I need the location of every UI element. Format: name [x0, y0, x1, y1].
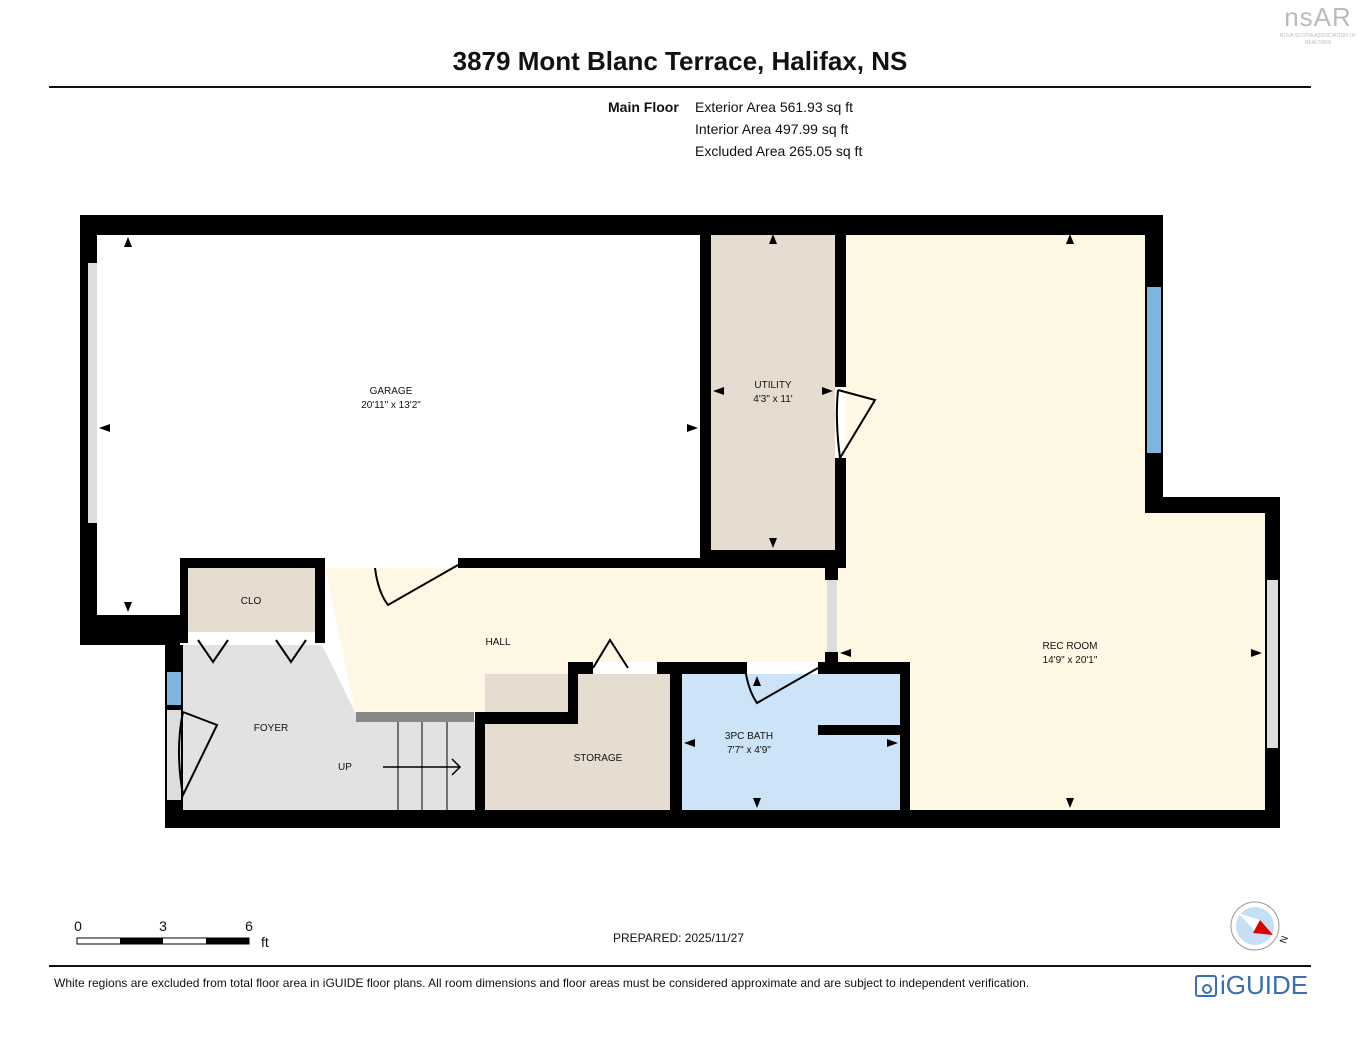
garage-label: GARAGE	[370, 386, 413, 397]
header-divider	[49, 86, 1311, 88]
floor-label: Main Floor	[608, 99, 679, 115]
stairs	[383, 722, 462, 810]
window-garage	[88, 263, 97, 523]
storage-label: STORAGE	[574, 753, 623, 764]
disclaimer-text: White regions are excluded from total fl…	[54, 976, 1030, 990]
nsar-logo: nsAR NOVA SCOTIA ASSOCIATION OF REALTORS	[1278, 2, 1358, 47]
iguide-camera-icon	[1195, 974, 1217, 997]
scale-tick-0: 0	[74, 918, 82, 934]
dimension-arrows	[99, 234, 1262, 808]
hall-door-opening	[827, 580, 837, 652]
rec-room-dims: 14'9" x 20'1"	[1043, 655, 1098, 666]
scale-tick-6: 6	[245, 918, 253, 934]
scale-unit: ft	[261, 934, 269, 950]
iguide-brand-text: iGUIDE	[1220, 970, 1309, 1000]
clo-floor	[188, 568, 315, 632]
door-swings	[178, 389, 877, 799]
utility-label: UTILITY	[754, 380, 792, 391]
logo-subtext: NOVA SCOTIA ASSOCIATION OF REALTORS	[1279, 33, 1357, 46]
excluded-area: Excluded Area 265.05 sq ft	[695, 143, 863, 159]
interior-area: Interior Area 497.99 sq ft	[695, 121, 849, 137]
bath-dims: 7'7" x 4'9"	[727, 745, 771, 756]
stairs-floor	[372, 720, 475, 810]
rec-room-label: REC ROOM	[1043, 641, 1098, 652]
footer-divider	[49, 965, 1311, 967]
compass-north-label: N	[1278, 935, 1291, 946]
window-rec-room-east	[1267, 580, 1278, 748]
utility-floor	[711, 232, 835, 550]
foyer-floor	[183, 645, 372, 810]
hall-label: HALL	[485, 637, 510, 648]
bath-label: 3PC BATH	[725, 731, 773, 742]
bath-floor	[682, 674, 900, 810]
stair-landing	[356, 712, 474, 722]
logo-text: nsAR	[1284, 2, 1352, 32]
hall-floor	[325, 568, 830, 712]
page-title: 3879 Mont Blanc Terrace, Halifax, NS	[452, 46, 908, 76]
garage-dims: 20'11" x 13'2"	[361, 400, 421, 411]
compass-icon: N	[1230, 901, 1291, 951]
rec-room-floor	[838, 232, 1265, 810]
scale-tick-3: 3	[159, 918, 167, 934]
window-foyer	[167, 672, 181, 705]
utility-dims: 4'3" x 11'	[753, 394, 793, 405]
scale-bar: 0 3 6 ft	[74, 918, 269, 950]
window-rec-room	[1147, 287, 1161, 453]
prepared-date: PREPARED: 2025/11/27	[613, 931, 744, 945]
foyer-door-opening	[167, 710, 181, 800]
foyer-label: FOYER	[254, 723, 288, 734]
garage-floor	[97, 235, 700, 560]
clo-label: CLO	[241, 596, 262, 607]
stairs-up-label: UP	[338, 762, 352, 773]
exterior-area: Exterior Area 561.93 sq ft	[695, 99, 853, 115]
iguide-logo: iGUIDE	[1195, 970, 1308, 1001]
